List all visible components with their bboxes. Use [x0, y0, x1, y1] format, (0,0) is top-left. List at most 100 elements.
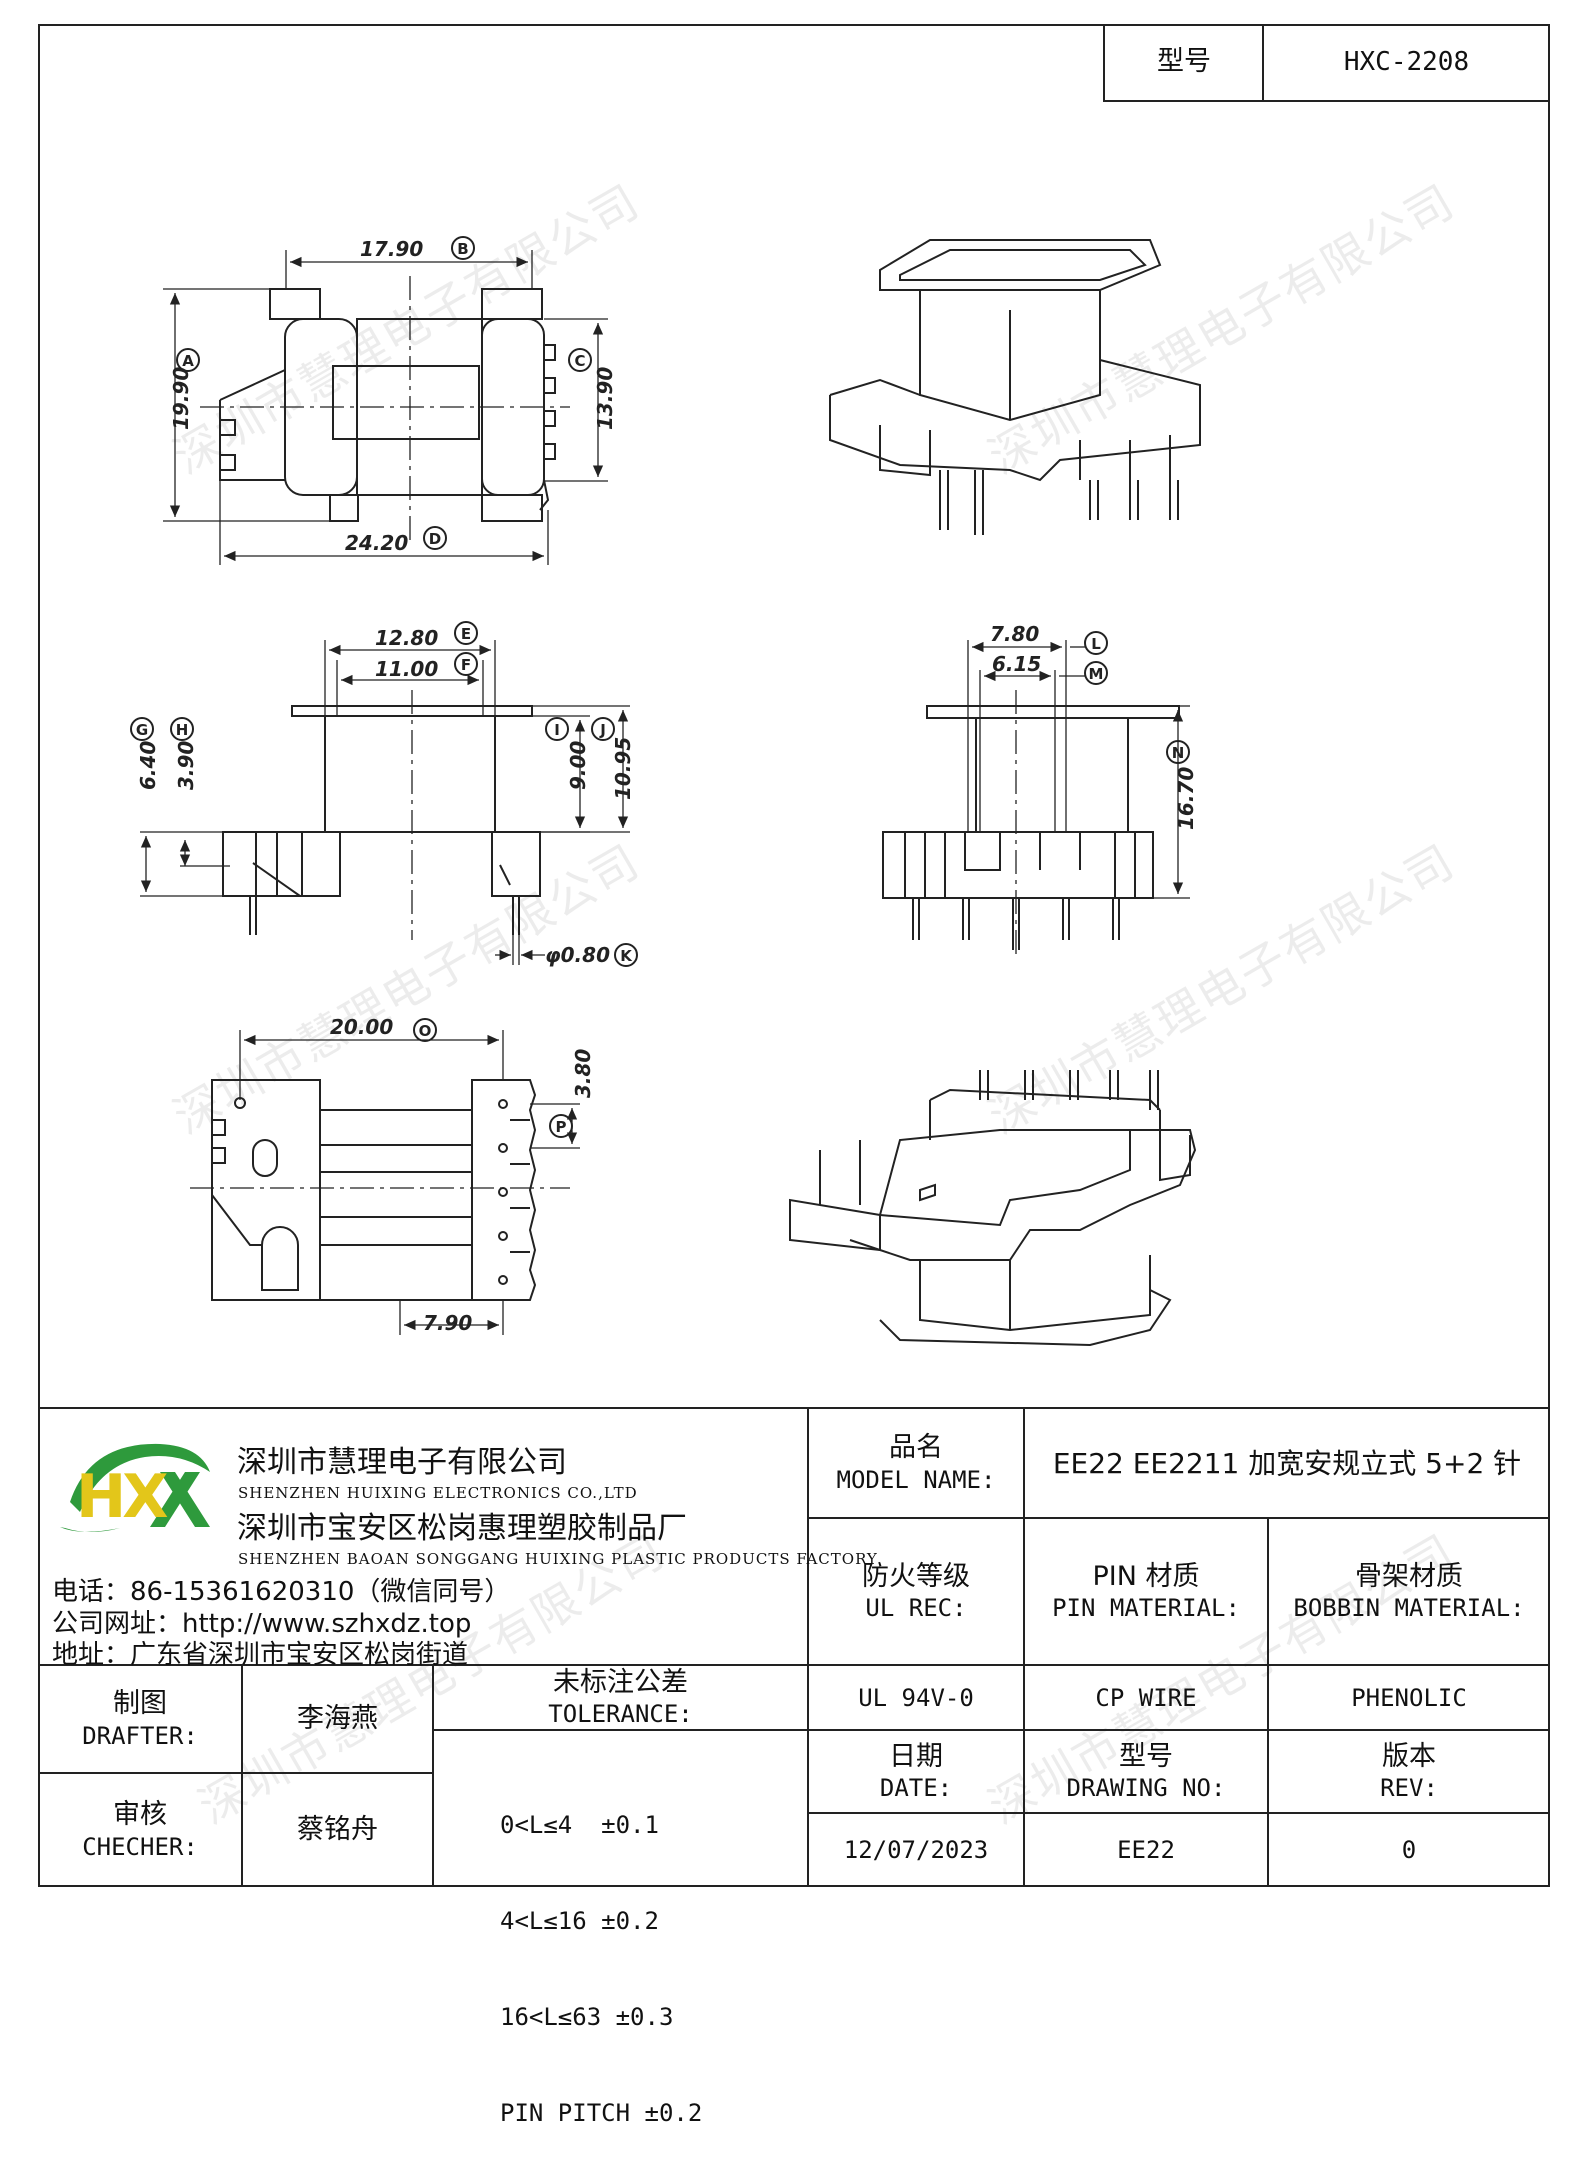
ul-rec-label-en: UL REC:: [865, 1594, 967, 1623]
dim-o-value: 20.00: [330, 1015, 393, 1039]
mark-e: E: [454, 621, 478, 645]
svg-text:P: P: [556, 1118, 567, 1136]
dim-f-value: 11.00: [375, 657, 438, 681]
tolerance-label-cn: 未标注公差: [553, 1666, 688, 1698]
checker-label-en: CHECHER:: [82, 1832, 198, 1861]
mark-m: M: [1084, 661, 1108, 685]
mark-k: K: [614, 943, 638, 967]
mark-o: O: [413, 1018, 437, 1042]
logo-swoosh-icon: [60, 1443, 210, 1532]
ul-rec-label: 防火等级 UL REC:: [808, 1518, 1024, 1665]
dim-l-value: 7.80: [990, 622, 1039, 646]
mark-g: G: [130, 717, 154, 741]
svg-text:A: A: [182, 352, 194, 370]
tolerance-row: 4<L≤16 ±0.2: [500, 1907, 659, 1935]
tolerance-row: 0<L≤4 ±0.1: [500, 1811, 659, 1839]
factory-name-en: SHENZHEN BAOAN SONGGANG HUIXING PLASTIC …: [238, 1550, 878, 1568]
company-logo: HX: [50, 1432, 220, 1542]
technical-drawing: 17.90 19.90 13.90 24.20 12.80 11.00 6.40…: [130, 236, 1201, 1347]
dim-m-value: 6.15: [992, 652, 1041, 676]
isometric-view-top: [829, 239, 1201, 535]
drawing-no-label: 型号 DRAWING NO:: [1024, 1730, 1268, 1813]
dim-p-value: 3.80: [571, 1049, 595, 1098]
svg-text:G: G: [136, 721, 148, 739]
svg-text:B: B: [457, 240, 468, 258]
date-label: 日期 DATE:: [808, 1730, 1024, 1813]
bobbin-material-label-cn: 骨架材质: [1355, 1560, 1463, 1592]
tolerance-label-en: TOLERANCE:: [548, 1700, 693, 1729]
dim-c-value: 13.90: [593, 367, 617, 430]
mark-j: J: [591, 717, 615, 741]
mark-c: C: [568, 348, 592, 372]
tolerance-label: 未标注公差 TOLERANCE:: [433, 1665, 808, 1730]
drawing-no-value: EE22: [1117, 1836, 1175, 1864]
svg-text:F: F: [461, 656, 471, 674]
svg-text:C: C: [574, 352, 585, 370]
svg-text:O: O: [419, 1022, 432, 1040]
svg-text:N: N: [1172, 744, 1185, 762]
drawing-no-label-en: DRAWING NO:: [1066, 1774, 1226, 1803]
bobbin-material-value: PHENOLIC: [1351, 1683, 1467, 1712]
rev-label-en: REV:: [1380, 1774, 1438, 1803]
logo-text: HX: [76, 1462, 169, 1532]
mark-f: F: [454, 652, 478, 676]
drafter-label-cn: 制图: [113, 1688, 167, 1720]
header-model-value: HXC-2208: [1262, 24, 1549, 102]
date-value: 12/07/2023: [843, 1836, 989, 1864]
dim-d-value: 24.20: [345, 531, 408, 555]
front-view-outline: [882, 705, 1180, 950]
model-name-label-cn: 品名: [889, 1432, 943, 1464]
svg-text:I: I: [554, 721, 560, 739]
dim-a-value: 19.90: [169, 367, 193, 430]
tolerance-row: PIN PITCH ±0.2: [500, 2099, 703, 2127]
tolerance-row: 16<L≤63 ±0.3: [500, 2003, 674, 2031]
dim-i-value: 9.00: [566, 741, 590, 790]
company-phone: 电话：86-15361620310（微信同号）: [52, 1577, 511, 1607]
dim-e-value: 12.80: [375, 626, 438, 650]
dim-b-value: 17.90: [360, 237, 423, 261]
drafter-label-en: DRAFTER:: [82, 1721, 198, 1750]
title-block-grid: [38, 1407, 1550, 1887]
model-name-value: EE22 EE2211 加宽安规立式 5+2 针: [1052, 1446, 1522, 1480]
bobbin-material-label: 骨架材质 BOBBIN MATERIAL:: [1268, 1518, 1550, 1665]
header-model-label: 型号: [1103, 24, 1263, 102]
rev-label-cn: 版本: [1382, 1740, 1436, 1772]
svg-text:D: D: [429, 530, 441, 548]
mark-i: I: [545, 717, 569, 741]
model-name-label: 品名 MODEL NAME:: [808, 1408, 1024, 1518]
mark-d: D: [423, 526, 447, 550]
dim-n-value: 16.70: [1174, 767, 1198, 830]
dim-k-value: φ0.80: [545, 943, 610, 967]
mark-n: N: [1166, 740, 1190, 764]
ul-rec-value: UL 94V-0: [858, 1683, 974, 1712]
company-name-cn: 深圳市慧理电子有限公司: [237, 1445, 567, 1480]
checker-label-cn: 审核: [113, 1799, 167, 1831]
rev-label: 版本 REV:: [1268, 1730, 1550, 1813]
bobbin-material-label-en: BOBBIN MATERIAL:: [1293, 1594, 1525, 1623]
svg-text:K: K: [620, 947, 633, 965]
ul-rec-label-cn: 防火等级: [862, 1560, 970, 1592]
mark-b: B: [451, 236, 475, 260]
date-label-en: DATE:: [879, 1774, 953, 1803]
svg-text:M: M: [1089, 665, 1104, 683]
svg-text:L: L: [1091, 635, 1101, 653]
mark-l: L: [1084, 631, 1108, 655]
dim-g-value: 6.40: [136, 741, 160, 790]
pin-material-value: CP WIRE: [1095, 1683, 1197, 1712]
date-label-cn: 日期: [889, 1740, 943, 1772]
company-address: 地址：广东省深圳市宝安区松岗街道: [52, 1640, 469, 1670]
drawing-sheet: [38, 24, 1550, 1887]
factory-name-cn: 深圳市宝安区松岗惠理塑胶制品厂: [237, 1511, 687, 1546]
drafter-label: 制图 DRAFTER:: [38, 1665, 242, 1773]
mark-a: A: [176, 348, 200, 372]
mark-p: P: [549, 1114, 573, 1138]
model-name-label-en: MODEL NAME:: [836, 1465, 996, 1494]
company-website: 公司网址：http://www.szhxdz.top: [52, 1609, 472, 1639]
pin-material-label-cn: PIN 材质: [1092, 1560, 1200, 1592]
pin-material-label: PIN 材质 PIN MATERIAL:: [1024, 1518, 1268, 1665]
checker-value: 蔡铭舟: [297, 1814, 378, 1846]
bottom-view-outline: [211, 1079, 537, 1301]
isometric-view-bottom: [789, 1070, 1197, 1347]
svg-text:J: J: [599, 721, 606, 739]
svg-text:E: E: [461, 625, 471, 643]
